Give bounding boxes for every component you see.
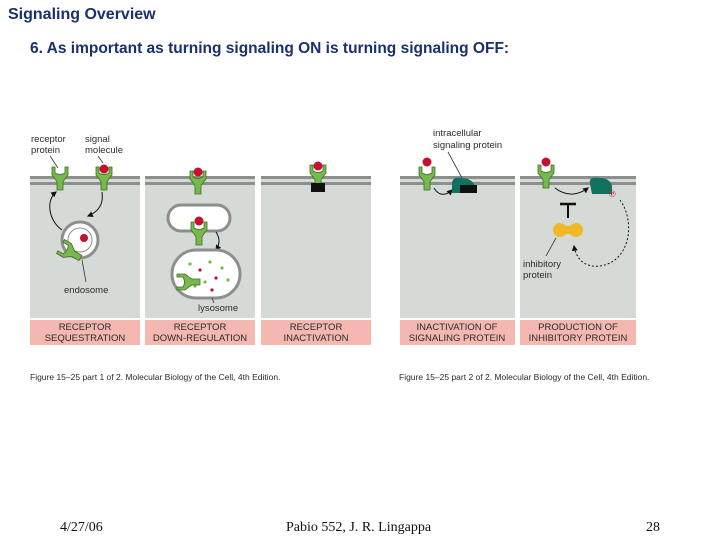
signaling-protein-icon <box>589 177 612 194</box>
caption-box-receptor-sequestration <box>30 320 140 345</box>
caption-inactivation-of-signaling-protein-line1: INACTIVATION OF <box>417 322 498 333</box>
caption-receptor-down-regulation-line2: DOWN-REGULATION <box>153 333 247 344</box>
inactivation-block-icon <box>311 183 325 192</box>
caption-receptor-inactivation-line2: INACTIVATION <box>283 333 348 344</box>
panel-bg-inactivation-of-signaling-protein <box>400 176 515 318</box>
inactivation-block-icon <box>460 185 477 193</box>
footer-course: Pabio 552, J. R. Lingappa <box>286 520 432 535</box>
label-signal-molecule-line1: signal <box>85 134 110 145</box>
footer-page-number: 28 <box>646 520 660 535</box>
caption-receptor-down-regulation-line1: RECEPTOR <box>174 322 227 333</box>
label-intracellular-line1: intracellular <box>433 128 482 139</box>
label-receptor-protein-line1: receptor <box>31 134 66 145</box>
panel-receptor-down-regulation: lysosome <box>166 167 242 314</box>
panel-bg-receptor-inactivation <box>261 176 371 318</box>
panel-receptor-sequestration: endosome <box>49 164 113 296</box>
signaling-off-figure: RECEPTOR SEQUESTRATION RECEPTOR DOWN-REG… <box>30 128 649 382</box>
caption-box-receptor-down-regulation <box>145 320 255 345</box>
figure-credit-part2: Figure 15–25 part 2 of 2. Molecular Biol… <box>399 372 649 382</box>
caption-production-of-inhibitory-protein-line1: PRODUCTION OF <box>538 322 618 333</box>
phosphate-mark: ℗ <box>609 189 616 199</box>
slide-subtitle: 6. As important as turning signaling ON … <box>30 40 510 57</box>
label-inhibitory-line1: inhibitory <box>523 259 561 270</box>
label-lysosome: lysosome <box>198 303 238 314</box>
caption-box-production-of-inhibitory-protein <box>520 320 636 345</box>
panel-inactivation-of-signaling-protein <box>418 157 477 196</box>
caption-receptor-inactivation-line1: RECEPTOR <box>290 322 343 333</box>
caption-box-receptor-inactivation <box>261 320 371 345</box>
panel-receptor-inactivation <box>309 161 327 192</box>
caption-inactivation-of-signaling-protein-line2: SIGNALING PROTEIN <box>409 333 506 344</box>
inhibitory-protein-icon <box>553 223 583 237</box>
inhibition-bar-icon <box>560 202 576 218</box>
label-receptor-protein-line2: protein <box>31 145 60 156</box>
figure-credit-part1: Figure 15–25 part 1 of 2. Molecular Biol… <box>30 372 280 382</box>
label-intracellular-line2: signaling protein <box>433 140 502 151</box>
caption-receptor-sequestration-line2: SEQUESTRATION <box>45 333 126 344</box>
footer-date: 4/27/06 <box>60 520 103 535</box>
panel-bg-production-of-inhibitory-protein <box>520 176 636 318</box>
panel-production-of-inhibitory-protein: ℗ inhibitory protein <box>523 157 630 281</box>
slide-title: Signaling Overview <box>8 6 156 23</box>
caption-production-of-inhibitory-protein-line2: INHIBITORY PROTEIN <box>529 333 628 344</box>
signal-molecule-icon <box>99 164 109 174</box>
caption-receptor-sequestration-line1: RECEPTOR <box>59 322 112 333</box>
label-inhibitory-line2: protein <box>523 270 552 281</box>
caption-box-inactivation-of-signaling-protein <box>400 320 515 345</box>
label-signal-molecule-line2: molecule <box>85 145 123 156</box>
label-endosome: endosome <box>64 285 108 296</box>
